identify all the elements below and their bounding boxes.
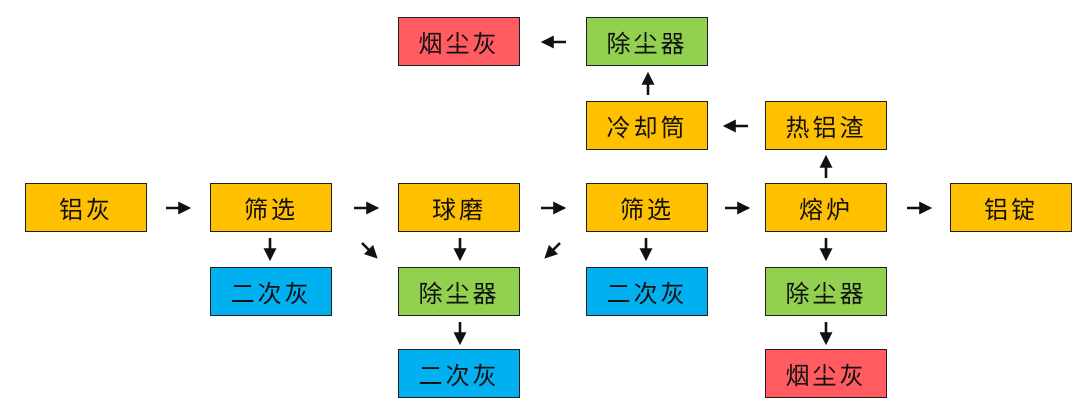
hot-aluminum-slag-box: 热铝渣 <box>765 101 887 150</box>
secondary-ash-2-box: 二次灰 <box>586 267 708 316</box>
arrow-diagonal-left <box>361 242 378 259</box>
screening-1-box: 筛选 <box>210 183 332 232</box>
dust-collector-top-box: 除尘器 <box>586 17 708 66</box>
screening-2-box: 筛选 <box>586 183 708 232</box>
cooling-drum-box: 冷却筒 <box>586 101 708 150</box>
secondary-ash-mill-box: 二次灰 <box>398 349 520 398</box>
melting-furnace-box: 熔炉 <box>765 183 887 232</box>
smoke-ash-top-box: 烟尘灰 <box>398 17 520 66</box>
dust-collector-mill-box: 除尘器 <box>398 267 520 316</box>
ball-mill-box: 球磨 <box>398 183 520 232</box>
arrow-diagonal-right <box>544 242 561 259</box>
smoke-ash-bottom-box: 烟尘灰 <box>765 349 887 398</box>
aluminum-ash-box: 铝灰 <box>25 183 147 232</box>
secondary-ash-1-box: 二次灰 <box>210 267 332 316</box>
aluminum-ingot-box: 铝锭 <box>950 183 1072 232</box>
dust-collector-furnace-box: 除尘器 <box>765 267 887 316</box>
